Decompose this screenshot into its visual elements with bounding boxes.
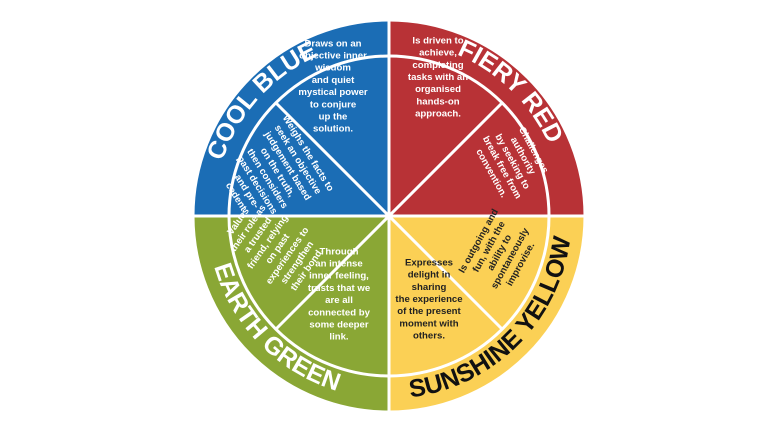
segment-line: link. [329, 332, 348, 343]
segment-line: completing [412, 60, 463, 71]
segment-line: mystical power [298, 87, 368, 98]
segment-line: approach. [415, 109, 461, 120]
diagonal-divider-b [274, 101, 504, 331]
segment-line: objective inner [299, 51, 367, 62]
segment-line: up the [319, 112, 348, 123]
segment-line: sharing [412, 282, 447, 293]
segment-line: Is driven to [412, 35, 463, 46]
segment-line: connected by [308, 307, 371, 318]
segment-line: some deeper [309, 320, 368, 331]
segment-line: delight in [408, 270, 451, 281]
segment-line: the experience [395, 294, 462, 305]
segment-dividers [193, 20, 585, 412]
segment-line: solution. [313, 124, 353, 135]
segment-line: inner feeling, [309, 271, 369, 282]
segment-line: organised [415, 84, 461, 95]
segment-line: trusts that we [308, 283, 370, 294]
segment-line: others. [413, 331, 445, 342]
segment-line: of the present [397, 306, 461, 317]
segment-line: an intense [315, 259, 362, 270]
segment-line: to conjure [310, 99, 356, 110]
segment-line: achieve, [419, 48, 457, 59]
segment-line: Expresses [405, 257, 453, 268]
segment-line: hands-on [416, 96, 459, 107]
segment-line: Through [320, 246, 359, 257]
segment-line: wisdom [314, 63, 351, 74]
segment-line: moment with [399, 318, 458, 329]
segment-line: and quiet [312, 75, 355, 86]
segment-line: Draws on an [304, 38, 361, 49]
segment-line: tasks with an [408, 72, 468, 83]
segment-line: are all [325, 295, 353, 306]
segment-text-red-lower: Challengesauthorityby seeking tobreak fr… [469, 117, 554, 207]
